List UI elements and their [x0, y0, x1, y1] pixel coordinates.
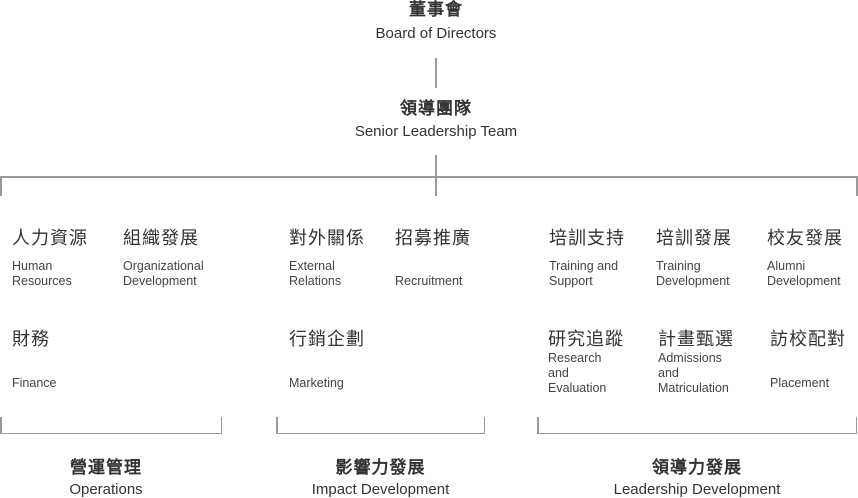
unit-finance-en: Finance — [12, 376, 57, 390]
impact-title-zh: 影響力發展 — [335, 458, 426, 477]
unit-alumni-development-en: Alumni Development — [767, 259, 841, 288]
unit-organizational-development-en: Organizational Development — [123, 259, 204, 288]
unit-placement-zh: 訪校配對 — [770, 329, 846, 349]
unit-alumni-development-zh: 校友發展 — [767, 228, 843, 248]
leadership-title-zh: 領導團隊 — [400, 99, 472, 118]
operations-title-zh: 營運管理 — [70, 458, 142, 477]
leadership-title-en: Senior Leadership Team — [354, 123, 518, 140]
leadership-dev-title-en: Leadership Development — [613, 481, 781, 498]
unit-training-development-zh: 培訓發展 — [656, 228, 732, 248]
leadership-node: 領導團隊 Senior Leadership Team — [0, 98, 858, 142]
unit-placement-en: Placement — [770, 376, 830, 390]
leadership-dev-bracket-right — [855, 417, 857, 434]
unit-finance-zh: 財務 — [12, 329, 50, 349]
impact-bracket-left — [276, 417, 278, 434]
unit-training-support-en: Training and Support — [549, 259, 619, 288]
leadership-dev-bracket-left — [537, 417, 539, 434]
top-bracket-right-end — [856, 176, 858, 196]
unit-training-support-zh: 培訓支持 — [549, 228, 625, 248]
unit-organizational-development-zh: 組織發展 — [123, 228, 199, 248]
board-title-zh: 董事會 — [409, 0, 463, 19]
unit-research-evaluation-en: Research and Evaluation — [548, 351, 607, 395]
unit-marketing-zh: 行銷企劃 — [289, 329, 365, 349]
operations-bracket-right — [220, 417, 222, 434]
operations-bracket-left — [0, 417, 2, 434]
impact-bracket-right — [483, 417, 485, 434]
operations-title: 營運管理 Operations — [0, 453, 212, 498]
impact-bracket-bottom — [276, 432, 485, 434]
unit-recruitment-en: Recruitment — [395, 274, 463, 288]
impact-title-en: Impact Development — [311, 481, 450, 498]
unit-human-resources-zh: 人力資源 — [12, 228, 88, 248]
connector-leadership-down — [435, 155, 437, 196]
connector-board-to-leadership — [435, 58, 437, 88]
impact-title: 影響力發展 Impact Development — [276, 453, 485, 498]
unit-recruitment-zh: 招募推廣 — [395, 228, 471, 248]
board-title-en: Board of Directors — [375, 25, 497, 42]
unit-marketing-en: Marketing — [289, 376, 344, 390]
unit-external-relations-en: External Relations — [289, 259, 342, 288]
leadership-dev-bracket-bottom — [537, 432, 857, 434]
leadership-dev-title-zh: 領導力發展 — [652, 458, 742, 477]
board-node: 董事會 Board of Directors — [0, 0, 858, 44]
unit-external-relations-zh: 對外關係 — [289, 228, 365, 248]
operations-bracket-bottom — [0, 432, 222, 434]
top-bracket-left-end — [0, 176, 2, 196]
operations-title-en: Operations — [69, 481, 143, 498]
unit-admissions-matriculation-en: Admissions and Matriculation — [658, 351, 729, 395]
top-bracket-horizontal — [0, 176, 857, 178]
unit-human-resources-en: Human Resources — [12, 259, 72, 288]
unit-admissions-matriculation-zh: 計畫甄選 — [658, 329, 734, 349]
leadership-dev-title: 領導力發展 Leadership Development — [537, 453, 857, 498]
unit-research-evaluation-zh: 研究追蹤 — [548, 329, 624, 349]
unit-training-development-en: Training Development — [656, 259, 730, 288]
